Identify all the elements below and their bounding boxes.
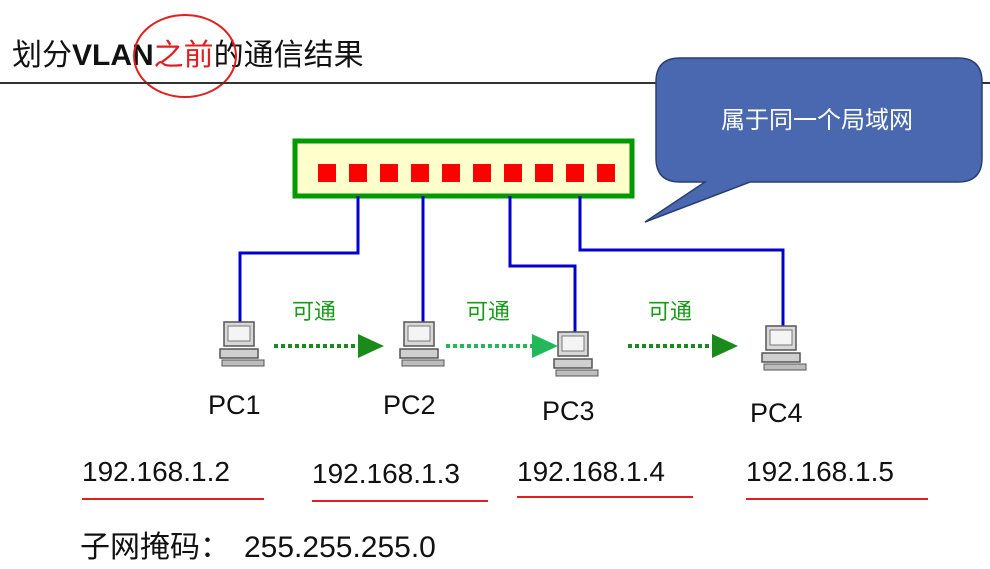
link-label-1: 可通 xyxy=(292,300,337,325)
pc3-label: PC3 xyxy=(542,396,595,426)
callout-bubble xyxy=(644,57,983,223)
subnet-mask: 子网掩码： 255.255.255.0 xyxy=(80,522,436,566)
switch-port xyxy=(442,164,460,182)
pc3-ip: 192.168.1.4 xyxy=(517,456,665,487)
pc2-icon xyxy=(399,321,445,367)
link-arrow-2 xyxy=(446,334,558,358)
pc2-label: PC2 xyxy=(383,390,436,420)
pc2-ip-underline xyxy=(312,500,488,502)
pc3-ip-underline xyxy=(517,496,693,498)
pc4-ip-underline xyxy=(746,498,928,500)
cable-pc1 xyxy=(238,196,360,330)
cables xyxy=(238,196,785,338)
pc4-icon xyxy=(761,325,807,371)
switch-port xyxy=(473,164,491,182)
switch xyxy=(292,138,635,199)
link-label-3: 可通 xyxy=(648,300,693,325)
switch-port xyxy=(411,164,429,182)
link-arrow-1 xyxy=(274,334,384,358)
switch-port xyxy=(597,164,615,182)
pc4-ip: 192.168.1.5 xyxy=(746,456,894,487)
link-arrow-3 xyxy=(628,334,738,358)
pc1-ip: 192.168.1.2 xyxy=(82,456,230,487)
callout-text: 属于同一个局域网 xyxy=(721,106,913,134)
pc4-label: PC4 xyxy=(750,398,803,428)
highlight-circle xyxy=(133,14,237,98)
switch-port xyxy=(504,164,522,182)
link-label-2: 可通 xyxy=(466,300,511,325)
pc3-icon xyxy=(553,331,599,377)
cable-pc3 xyxy=(508,196,577,338)
pc2-ip: 192.168.1.3 xyxy=(312,458,460,489)
switch-port xyxy=(535,164,553,182)
subnet-mask-value: 255.255.255.0 xyxy=(244,531,436,564)
pc1-label: PC1 xyxy=(208,390,261,420)
switch-ports xyxy=(318,164,615,182)
title-part3: 的通信结果 xyxy=(213,38,364,73)
pc1-icon xyxy=(219,321,265,367)
pc1-ip-underline xyxy=(82,498,264,500)
switch-port xyxy=(349,164,367,182)
switch-port xyxy=(566,164,584,182)
switch-port xyxy=(318,164,336,182)
title-part1: 划分 xyxy=(12,38,72,73)
subnet-mask-label: 子网掩码： xyxy=(80,530,230,565)
cable-pc4 xyxy=(578,196,785,332)
switch-port xyxy=(380,164,398,182)
title-divider xyxy=(0,82,990,84)
